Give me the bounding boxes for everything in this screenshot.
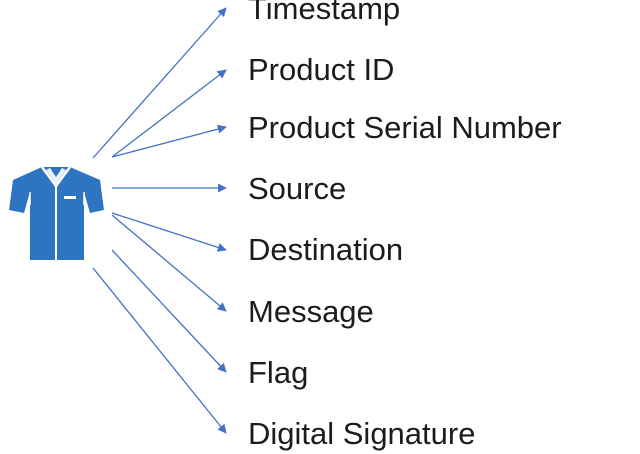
shirt-icon	[9, 166, 104, 260]
arrow-timestamp	[92, 7, 227, 159]
field-label-source: Source	[248, 171, 347, 206]
arrow-destination	[111, 212, 227, 252]
field-label-product-serial-number: Product Serial Number	[248, 110, 562, 145]
field-label-digital-signature: Digital Signature	[248, 416, 476, 451]
arrow-product-id	[111, 69, 227, 158]
field-label-flag: Flag	[248, 355, 309, 390]
arrow-product-serial-number	[111, 124, 227, 158]
arrows-group	[92, 7, 227, 434]
field-label-message: Message	[248, 294, 374, 329]
arrow-flag	[111, 249, 227, 373]
arrow-message	[111, 214, 227, 312]
field-label-destination: Destination	[248, 232, 404, 267]
field-label-product-id: Product ID	[248, 52, 395, 87]
arrow-digital-signature	[92, 267, 227, 434]
field-label-timestamp: Timestamp	[248, 0, 401, 26]
